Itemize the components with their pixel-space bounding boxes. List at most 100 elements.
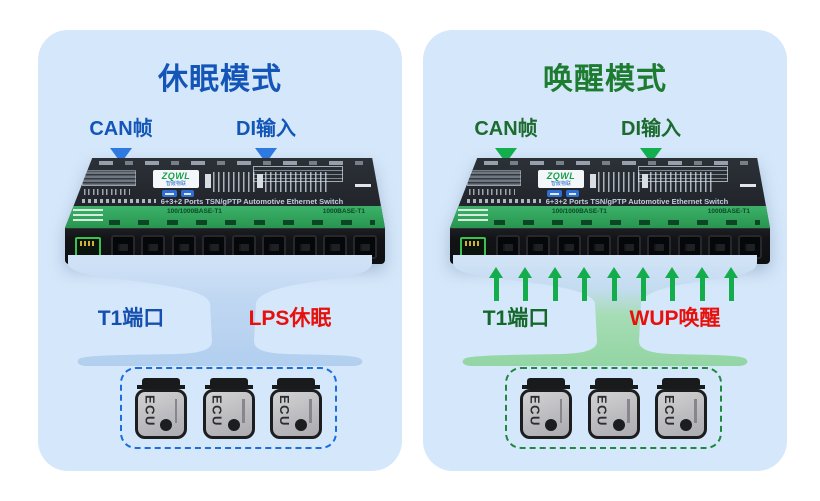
sleep-mode-title: 休眠模式 [158, 63, 282, 96]
device-io-legend-box [253, 166, 343, 182]
ecu-body: ECU [135, 388, 188, 439]
ecu-icon: ECU [133, 377, 189, 439]
device-connector-diagram [84, 189, 130, 195]
can-frame-label: CAN帧 [474, 118, 538, 140]
can-frame-input-group: CAN帧 [456, 112, 556, 163]
di-input-group: DI输入 [601, 112, 701, 163]
can-frame-input-group: CAN帧 [71, 112, 171, 163]
device-model-title: 6+3+2 Ports TSN/gPTP Automotive Ethernet… [545, 197, 729, 206]
strip-label-100-1000base-t1: 100/1000BASE-T1 [167, 208, 222, 215]
ecu-label: ECU [142, 394, 158, 427]
ecu-body: ECU [520, 388, 573, 439]
up-arrow-icon [665, 267, 680, 301]
up-arrow-icon [577, 267, 592, 301]
ecu-slot-line [174, 398, 178, 423]
brand-name: ZQWL [546, 171, 576, 181]
ecu-label: ECU [594, 394, 610, 427]
sleep-funnel-shape [68, 255, 372, 366]
ecu-slot-line [694, 398, 697, 423]
ethernet-switch-device: ZQWL 智嵌物联 6+3+2 Ports TSN/gPTP Automotiv… [450, 158, 770, 264]
di-input-label: DI输入 [236, 118, 296, 140]
ecu-body: ECU [269, 388, 322, 439]
up-arrow-icon [635, 267, 651, 301]
ecu-pin-dot [545, 418, 558, 431]
device-spec-label [82, 170, 136, 186]
ecu-slot-line [627, 398, 630, 423]
ecu-connector-cap [271, 377, 320, 389]
ecu-connector-cap [204, 377, 253, 389]
strip-port-labels [109, 220, 375, 225]
ecu-pin-dot [160, 418, 173, 431]
ecu-connector-cap [589, 377, 638, 389]
device-spec-label [467, 170, 521, 186]
device-connector-diagram [469, 189, 515, 195]
di-input-label: DI输入 [621, 118, 681, 140]
certification-badge [181, 190, 194, 197]
strip-label-1000base-t1: 1000BASE-T1 [707, 208, 750, 215]
wake-funnel-shape [453, 255, 757, 366]
device-edge-markings [99, 161, 365, 165]
up-arrow-icon [547, 267, 563, 301]
strip-label-1000base-t1: 1000BASE-T1 [322, 208, 365, 215]
device-edge-markings [484, 161, 750, 165]
device-port-strip: 100/1000BASE-T1 1000BASE-T1 [450, 206, 770, 228]
certification-badge [547, 190, 562, 197]
ecu-connector-cap [522, 377, 571, 389]
panel-wake-mode: 唤醒模式 CAN帧 DI输入 ZQWL 智嵌物联 [423, 30, 787, 471]
ecu-slot-line [559, 398, 563, 423]
ecu-slot-line [242, 398, 245, 423]
ecu-group-box: ECU ECU ECU [120, 367, 337, 449]
ecu-slot-line [309, 398, 312, 423]
device-terminal-row [82, 199, 156, 203]
wup-wake-label: WUP唤醒 [629, 307, 721, 330]
ecu-pin-dot [294, 418, 307, 431]
ecu-group-box: ECU ECU ECU [505, 367, 722, 449]
ecu-icon: ECU [518, 377, 574, 439]
wake-mode-title: 唤醒模式 [543, 63, 667, 96]
brand-logo: ZQWL 智嵌物联 [538, 170, 584, 188]
wake-labels-row: T1端口 WUP唤醒 [423, 302, 787, 332]
up-arrow-icon [724, 267, 739, 301]
t1-port-label: T1端口 [97, 307, 165, 330]
ecu-pin-dot [612, 418, 625, 431]
ecu-body: ECU [202, 388, 255, 439]
strip-logo-marking [458, 209, 488, 223]
ecu-pin-dot [679, 418, 692, 431]
device-marking [740, 184, 756, 187]
di-input-group: DI输入 [216, 112, 316, 163]
ecu-icon: ECU [586, 377, 642, 439]
ecu-connector-cap [656, 377, 705, 389]
up-arrow-icon [606, 267, 622, 301]
ecu-icon: ECU [653, 377, 709, 439]
panel-sleep-mode: 休眠模式 CAN帧 DI输入 ZQWL 智嵌物联 [38, 30, 402, 471]
certification-badge [566, 190, 579, 197]
up-arrow-icon [489, 267, 504, 301]
strip-port-labels [494, 220, 760, 225]
device-top-face: ZQWL 智嵌物联 6+3+2 Ports TSN/gPTP Automotiv… [65, 158, 385, 228]
strip-label-100-1000base-t1: 100/1000BASE-T1 [552, 208, 607, 215]
ecu-icon: ECU [201, 377, 257, 439]
ecu-label: ECU [209, 394, 225, 427]
strip-logo-marking [73, 209, 103, 223]
up-arrow-icon [694, 267, 710, 301]
device-port-strip: 100/1000BASE-T1 1000BASE-T1 [65, 206, 385, 228]
ecu-body: ECU [654, 388, 707, 439]
ecu-label: ECU [527, 394, 543, 427]
brand-name: ZQWL [161, 171, 191, 181]
up-arrow-icon [518, 267, 533, 301]
device-model-title: 6+3+2 Ports TSN/gPTP Automotive Ethernet… [160, 197, 344, 206]
brand-logo: ZQWL 智嵌物联 [153, 170, 199, 188]
wakeup-arrow-row [489, 267, 739, 301]
can-frame-label: CAN帧 [89, 118, 153, 140]
device-io-legend-box [638, 166, 728, 182]
ecu-icon: ECU [268, 377, 324, 439]
sleep-labels-row: T1端口 LPS休眠 [38, 302, 402, 332]
certification-badge [162, 190, 177, 197]
device-top-face: ZQWL 智嵌物联 6+3+2 Ports TSN/gPTP Automotiv… [450, 158, 770, 228]
t1-port-label: T1端口 [482, 307, 550, 330]
brand-name-chinese: 智嵌物联 [550, 181, 571, 187]
ecu-label: ECU [661, 394, 677, 427]
device-marking [355, 184, 371, 187]
ecu-pin-dot [227, 418, 240, 431]
